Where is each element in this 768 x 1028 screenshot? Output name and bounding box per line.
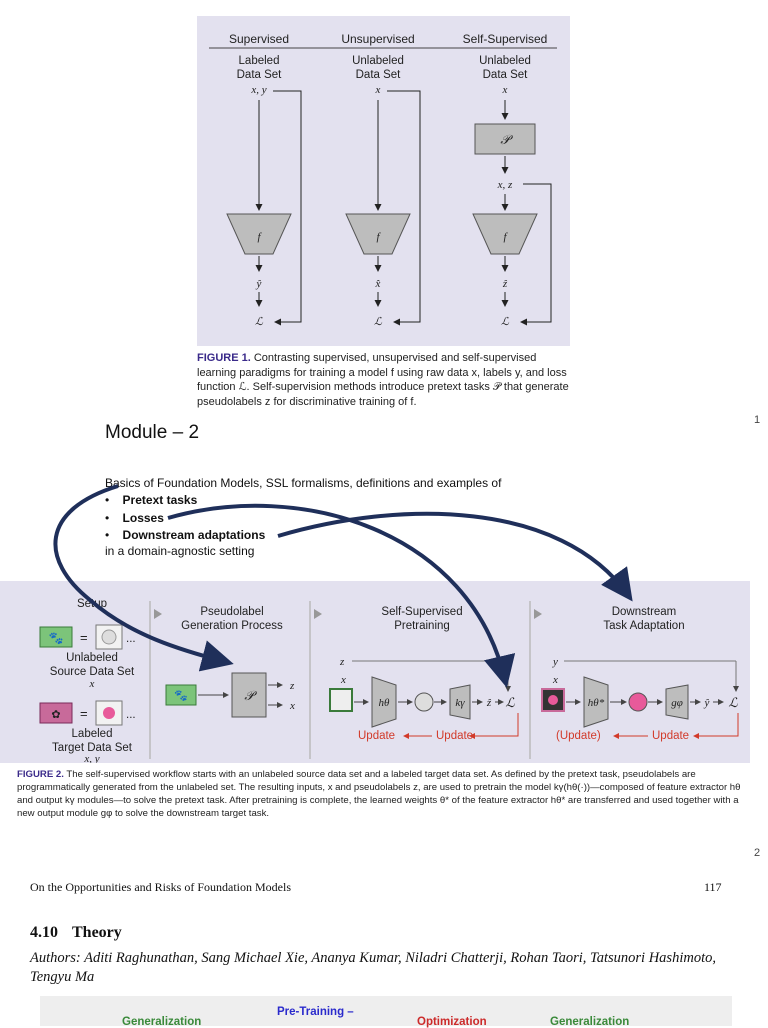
page-number-1: 1 [754, 414, 761, 426]
output-xhat: x̂ [375, 278, 381, 290]
down-loss: ℒ [728, 695, 738, 710]
down-yhat: ŷ [704, 697, 710, 709]
model-f-3: f [503, 231, 508, 243]
figure-1-caption-text: Contrasting supervised, unsupervised and… [197, 352, 569, 408]
section-downstream-2: Task Adaptation [603, 620, 684, 632]
section-pretraining-1: Self-Supervised [381, 606, 462, 618]
down-h-theta-star: hθ* [588, 697, 605, 709]
col-self-supervised: Self-Supervised [463, 32, 548, 46]
input-x: x [375, 84, 381, 96]
col-supervised: Supervised [229, 32, 289, 46]
label-dataset-2: Data Set [356, 69, 402, 81]
loss-1: ℒ [255, 316, 264, 328]
section-heading: 4.10 Theory [30, 924, 122, 942]
pretrain-update-2: Update [358, 730, 395, 742]
col-unsupervised: Unsupervised [341, 32, 414, 46]
figure-2-diagram: Setup Pseudolabel Generation Process Sel… [39, 598, 739, 763]
model-f-1: f [257, 231, 262, 243]
pretrain-k-gamma: kγ [455, 697, 465, 709]
section-pretraining-2: Pretraining [394, 620, 450, 632]
loss-2: ℒ [374, 316, 383, 328]
model-f-2: f [376, 231, 381, 243]
input-xy: x, y [250, 84, 266, 96]
section-downstream-1: Downstream [612, 606, 677, 618]
down-update-paren: (Update) [556, 730, 601, 742]
output-zhat: ẑ [502, 278, 508, 290]
loss-3: ℒ [501, 316, 510, 328]
svg-text:✿: ✿ [51, 709, 60, 721]
down-x: x [552, 674, 558, 686]
tab-generalization-1: Generalization [122, 1016, 202, 1028]
bullet-downstream-label: Downstream adaptations [122, 528, 266, 542]
source-label-2: Source Data Set [50, 666, 135, 678]
bullet-pretext: • Pretext tasks [105, 493, 198, 507]
down-update: Update [652, 730, 689, 742]
section-title-text: Theory [72, 924, 122, 941]
module-description: Basics of Foundation Models, SSL formali… [105, 476, 502, 490]
target-label-2: Target Data Set [52, 742, 133, 754]
input-x-ssl: x [502, 84, 508, 96]
pseudo-z: z [289, 680, 295, 692]
source-data-icon [39, 626, 73, 648]
theory-diagram-strip: Generalization Pre-Training – Optimizati… [40, 996, 732, 1028]
target-ellipsis: ... [126, 709, 136, 721]
tab-pretraining: Pre-Training – [277, 1006, 354, 1018]
target-label-1: Labeled [72, 728, 113, 740]
figure-2: Setup Pseudolabel Generation Process Sel… [0, 581, 750, 763]
figure-1: Supervised Unsupervised Self-Supervised … [197, 16, 570, 346]
pretrain-update-1: Update [436, 730, 473, 742]
source-label-1: Unlabeled [66, 652, 118, 664]
pseudo-x: x [289, 700, 295, 712]
section-number: 4.10 [30, 924, 58, 941]
svg-text:🐾: 🐾 [174, 690, 188, 702]
bullet-losses-label: Losses [122, 511, 164, 525]
pretrain-z: z [339, 656, 345, 668]
section-pseudolabel-1: Pseudolabel [200, 606, 263, 618]
figure-1-caption: FIGURE 1. Contrasting supervised, unsupe… [197, 351, 577, 409]
source-ellipsis: ... [126, 633, 136, 645]
svg-text:=: = [80, 630, 88, 645]
target-var: x, y [83, 753, 99, 763]
figure-1-diagram: Supervised Unsupervised Self-Supervised … [209, 32, 557, 328]
source-var: x [89, 678, 95, 690]
label-dataset-3: Data Set [483, 69, 529, 81]
label-unlabeled-ssl: Unlabeled [479, 55, 531, 67]
figure-2-caption-text: The self-supervised workflow starts with… [17, 769, 741, 819]
pretrain-zhat: ẑ [486, 697, 492, 709]
down-y: y [552, 656, 558, 668]
svg-text:=: = [80, 706, 88, 721]
target-data-icon [39, 702, 73, 724]
bullet-losses: • Losses [105, 511, 164, 525]
tab-generalization-2: Generalization [550, 1016, 630, 1028]
pretrain-loss: ℒ [505, 695, 515, 710]
authors-line: Authors: Aditi Raghunathan, Sang Michael… [30, 950, 716, 985]
figure-2-caption-label: FIGURE 2. [17, 769, 64, 780]
book-running-header: On the Opportunities and Risks of Founda… [30, 880, 291, 894]
output-yhat: ŷ [256, 278, 262, 290]
svg-text:🐾: 🐾 [49, 631, 64, 645]
bullet-pretext-label: Pretext tasks [122, 493, 198, 507]
pretrain-h-theta: hθ [379, 697, 391, 709]
tab-optimization: Optimization [417, 1016, 487, 1028]
pretrain-x: x [340, 674, 346, 686]
figure-1-caption-label: FIGURE 1. [197, 352, 251, 364]
figure-2-caption: FIGURE 2. The self-supervised workflow s… [17, 768, 747, 820]
pseudo-input-xz: x, z [497, 179, 513, 191]
book-page-number: 117 [704, 880, 722, 894]
down-g-phi: gφ [671, 697, 683, 709]
module-footer: in a domain-agnostic setting [105, 544, 255, 558]
label-labeled: Labeled [239, 55, 280, 67]
page-number-2: 2 [754, 847, 761, 859]
module-title: Module – 2 [105, 422, 200, 443]
section-pseudolabel-2: Generation Process [181, 620, 283, 632]
bullet-downstream: • Downstream adaptations [105, 528, 266, 542]
label-unlabeled: Unlabeled [352, 55, 404, 67]
label-dataset-1: Data Set [237, 69, 283, 81]
